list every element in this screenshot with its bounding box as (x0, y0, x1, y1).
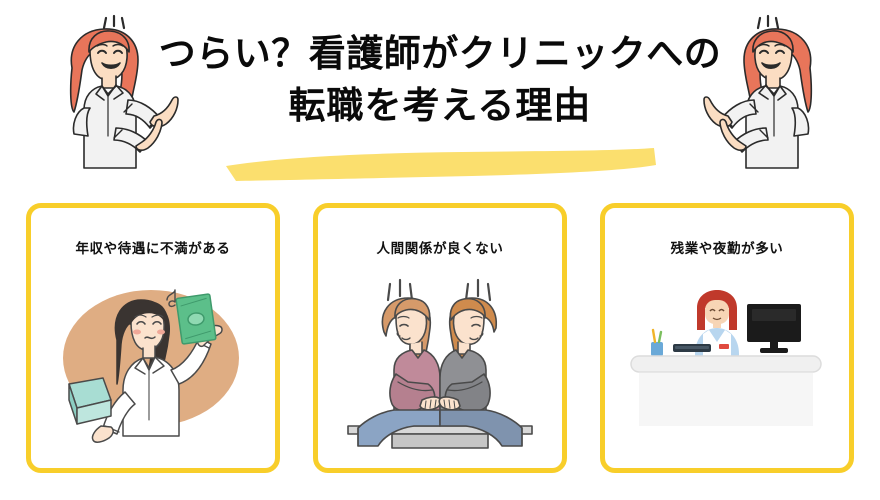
brush-stroke-underline-icon (222, 145, 658, 185)
reason-card-overtime[interactable]: 残業や夜勤が多い (600, 203, 854, 473)
reason-card-relationships[interactable]: 人間関係が良くない (313, 203, 567, 473)
title-line-1: つらい？看護師がクリニックへの (158, 33, 722, 74)
reception-desk-nurse-icon (605, 286, 849, 426)
page-title: つらい？看護師がクリニックへの 転職を考える理由 (140, 28, 740, 132)
mascot-right (694, 8, 854, 173)
worried-woman-with-money-icon (31, 280, 275, 450)
card-title: 残業や夜勤が多い (670, 241, 784, 256)
card-title: 年収や待遇に不満がある (75, 241, 231, 256)
mascot-left (28, 8, 188, 173)
title-line-2: 転職を考える理由 (288, 85, 592, 126)
two-people-back-to-back-icon (318, 270, 562, 455)
card-title: 人間関係が良くない (376, 241, 504, 256)
reason-card-salary[interactable]: 年収や待遇に不満がある (26, 203, 280, 473)
